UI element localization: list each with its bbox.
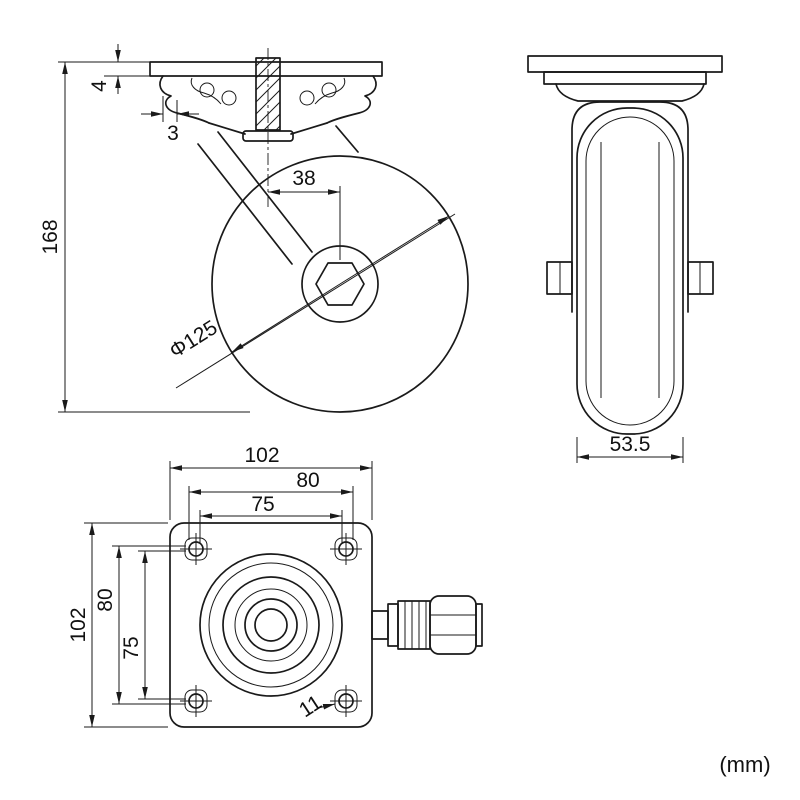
bearing-ball	[199, 82, 215, 98]
swivel-race-left	[159, 75, 210, 124]
dim-plate-width-group: 102	[169, 444, 373, 520]
dim-wheel-width: 53.5	[610, 433, 651, 456]
dim-hole-pitch-75-h: 75	[251, 493, 274, 516]
dim-plate-height: 102	[67, 607, 90, 642]
fork-leg-right	[335, 125, 359, 153]
dim-hole-size-group: 11	[295, 691, 336, 722]
dim-hole-pitch-75-v-group: 75	[120, 550, 186, 700]
swivel-raceway-circles	[199, 553, 343, 697]
dim-hole-pitch-80-h-group: 80	[188, 469, 354, 540]
swivel-race-inner-left	[190, 77, 222, 105]
corner-hole-top-right	[330, 533, 362, 565]
dim-plate-width: 102	[244, 444, 279, 467]
dim-hole-pitch-80-h: 80	[296, 469, 319, 492]
dim-hole-pitch-75-h-group: 75	[199, 493, 343, 543]
dim-overall-height-group: 168	[39, 62, 250, 413]
swivel-race-right	[326, 75, 377, 124]
axle-hex-nut	[315, 262, 365, 306]
dim-wheel-width-group: 53.5	[576, 433, 684, 463]
side-mounting-plate	[527, 55, 723, 73]
bearing-ball	[299, 90, 315, 106]
swivel-race-inner-right	[314, 77, 346, 105]
swivel-cone	[208, 122, 328, 135]
unit-label: (mm)	[719, 752, 770, 777]
fork-leg	[217, 131, 313, 253]
side-wheel-outline	[576, 107, 684, 435]
dim-wheel-diameter-group: Φ125	[165, 213, 456, 389]
corner-hole-top-left	[180, 533, 212, 565]
dim-hub-offset: 38	[292, 167, 315, 190]
dim-wheel-diameter: Φ125	[165, 316, 221, 363]
top-view: 102 80 75 102 80	[67, 444, 483, 728]
axle-bolt-top-view	[371, 595, 483, 655]
dim-offset: 3	[167, 122, 179, 145]
wheel-circle	[211, 155, 469, 413]
front-mounting-plate	[149, 61, 383, 77]
side-swivel-flange	[543, 71, 707, 85]
dim-hole-pitch-75-v: 75	[120, 636, 143, 659]
fork-leg	[197, 143, 293, 265]
dim-plate-thickness-group: 4	[58, 44, 150, 94]
dim-offset-group: 3	[141, 96, 199, 145]
bearing-ball	[321, 82, 337, 98]
corner-hole-bottom-right	[330, 685, 362, 717]
dim-plate-height-group: 102	[67, 522, 168, 728]
dim-hole-pitch-80-v-group: 80	[94, 545, 186, 705]
dim-plate-thickness: 4	[88, 80, 111, 92]
bearing-ball	[221, 90, 237, 106]
corner-hole-bottom-left	[180, 685, 212, 717]
dim-hole-size: 11	[295, 691, 326, 722]
dim-overall-height: 168	[39, 219, 62, 254]
front-view: 4 3 38 168 Φ125	[39, 44, 469, 413]
side-wheel-tread	[585, 116, 675, 426]
dim-hole-pitch-80-v: 80	[94, 588, 117, 611]
side-fork	[571, 101, 689, 313]
dim-hub-offset-group: 38	[268, 167, 341, 260]
side-view: 53.5	[527, 55, 723, 463]
side-swivel-neck	[555, 83, 705, 102]
